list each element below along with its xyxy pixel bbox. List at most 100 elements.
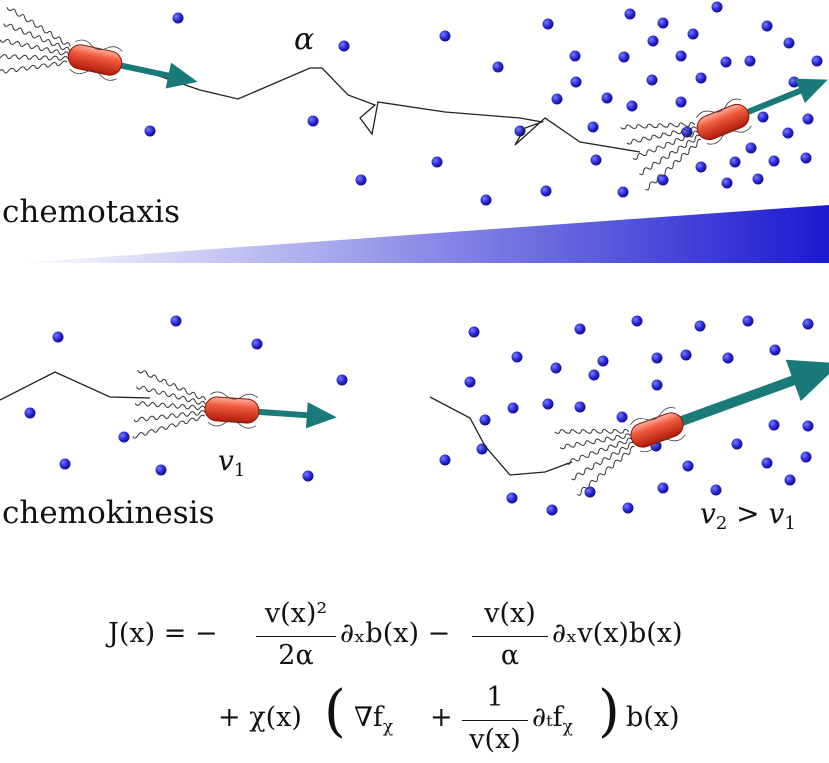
bacterium-body <box>696 103 750 141</box>
molecule-dot <box>802 113 814 125</box>
flagella <box>132 369 207 439</box>
molecule-dot <box>506 492 518 504</box>
molecule-dot <box>52 331 64 343</box>
chemotaxis-label: chemotaxis <box>2 194 180 230</box>
molecule-dot <box>651 352 663 364</box>
molecule-dot <box>622 502 634 514</box>
molecule-dot <box>680 349 692 361</box>
molecule-dot <box>782 127 794 139</box>
molecule-dot <box>744 55 756 67</box>
molecule-dot <box>507 402 519 414</box>
molecule-dot <box>616 411 628 423</box>
molecule-dot <box>480 194 492 206</box>
molecule-dot <box>302 470 314 482</box>
molecule-dot <box>338 40 350 52</box>
molecule-dot <box>542 398 554 410</box>
eq-line2-start: + χ(x) <box>218 702 302 733</box>
molecule-dot <box>657 482 669 494</box>
molecule-dot <box>783 37 795 49</box>
eq-frac3-num: 1 <box>486 682 504 713</box>
eq-dt-f: ∂ₜfχ <box>532 702 573 737</box>
molecule-dot <box>574 401 586 413</box>
molecule-dot <box>682 460 694 472</box>
molecule-dot <box>551 93 563 105</box>
molecule-dot <box>618 51 630 63</box>
molecule-dot <box>542 18 554 30</box>
molecule-dot <box>681 126 693 138</box>
chemokinesis-bacterium-slow <box>132 369 337 439</box>
velocity-arrow <box>254 402 337 429</box>
concentration-gradient-wedge <box>18 205 829 263</box>
velocity-arrow <box>116 61 198 89</box>
molecule-dot <box>431 156 443 168</box>
molecule-dot <box>651 379 663 391</box>
v1-label: v1 <box>218 444 246 481</box>
eq-paren-close: ) <box>598 679 620 744</box>
molecule-dot <box>811 55 823 67</box>
chemokinesis-bacterium-fast <box>554 359 829 496</box>
molecule-dot <box>675 96 687 108</box>
molecule-dot <box>439 30 451 42</box>
molecule-dot <box>550 362 562 374</box>
eq-plus: + <box>430 702 453 733</box>
molecule-dot <box>729 156 741 168</box>
molecule-dot <box>757 111 769 123</box>
molecule-dot <box>584 486 596 498</box>
molecule-dot <box>647 35 659 47</box>
eq-frac2-num: v(x) <box>484 598 536 629</box>
molecule-dot <box>172 12 184 24</box>
molecule-dot <box>657 17 669 29</box>
molecule-dot <box>769 344 781 356</box>
molecule-dot <box>569 50 581 62</box>
molecule-dot <box>617 186 629 198</box>
molecule-group <box>24 1 823 516</box>
molecule-dot <box>742 315 754 327</box>
v2-greater-v1-label: v2 > v1 <box>700 497 796 534</box>
molecule-dot <box>710 484 722 496</box>
molecule-dot <box>439 454 451 466</box>
molecule-dot <box>588 369 600 381</box>
molecule-dot <box>768 419 780 431</box>
bacterium-body <box>67 44 123 76</box>
eq-term1-tail: ∂ₓb(x) − <box>340 618 451 649</box>
molecule-dot <box>624 8 636 20</box>
flagella <box>554 428 635 496</box>
eq-frac3-den: v(x) <box>469 724 521 755</box>
molecule-dot <box>761 457 773 469</box>
eq-nabla-f: ∇fχ <box>354 702 394 737</box>
chemokinesis-path-right <box>429 396 573 476</box>
molecule-dot <box>802 420 814 432</box>
molecule-dot <box>631 315 643 327</box>
eq-frac1-num: v(x)² <box>264 598 328 629</box>
molecule-dot <box>336 374 348 386</box>
molecule-dot <box>511 351 523 363</box>
molecule-dot <box>476 443 488 455</box>
molecule-dot <box>800 152 812 164</box>
molecule-dot <box>118 431 130 443</box>
molecule-dot <box>784 474 796 486</box>
molecule-dot <box>540 185 552 197</box>
molecule-dot <box>675 50 687 62</box>
molecule-dot <box>711 1 723 13</box>
molecule-dot <box>601 92 613 104</box>
molecule-dot <box>694 320 706 332</box>
eq-frac1-den: 2α <box>278 640 314 671</box>
molecule-dot <box>722 352 734 364</box>
molecule-dot <box>731 438 743 450</box>
flagella <box>0 7 71 75</box>
molecule-dot <box>745 142 757 154</box>
chemotaxis-bacterium-left <box>0 7 198 89</box>
molecule-dot <box>761 20 773 32</box>
molecule-dot <box>721 177 733 189</box>
alpha-label: α <box>294 22 315 57</box>
molecule-dot <box>251 338 263 350</box>
molecule-dot <box>464 376 476 388</box>
molecule-dot <box>626 100 638 112</box>
molecule-dot <box>587 121 599 133</box>
molecule-dot <box>574 323 586 335</box>
eq-lhs: J(x) = − <box>108 618 218 649</box>
molecule-dot <box>597 355 609 367</box>
molecule-dot <box>514 125 526 137</box>
molecule-dot <box>170 315 182 327</box>
